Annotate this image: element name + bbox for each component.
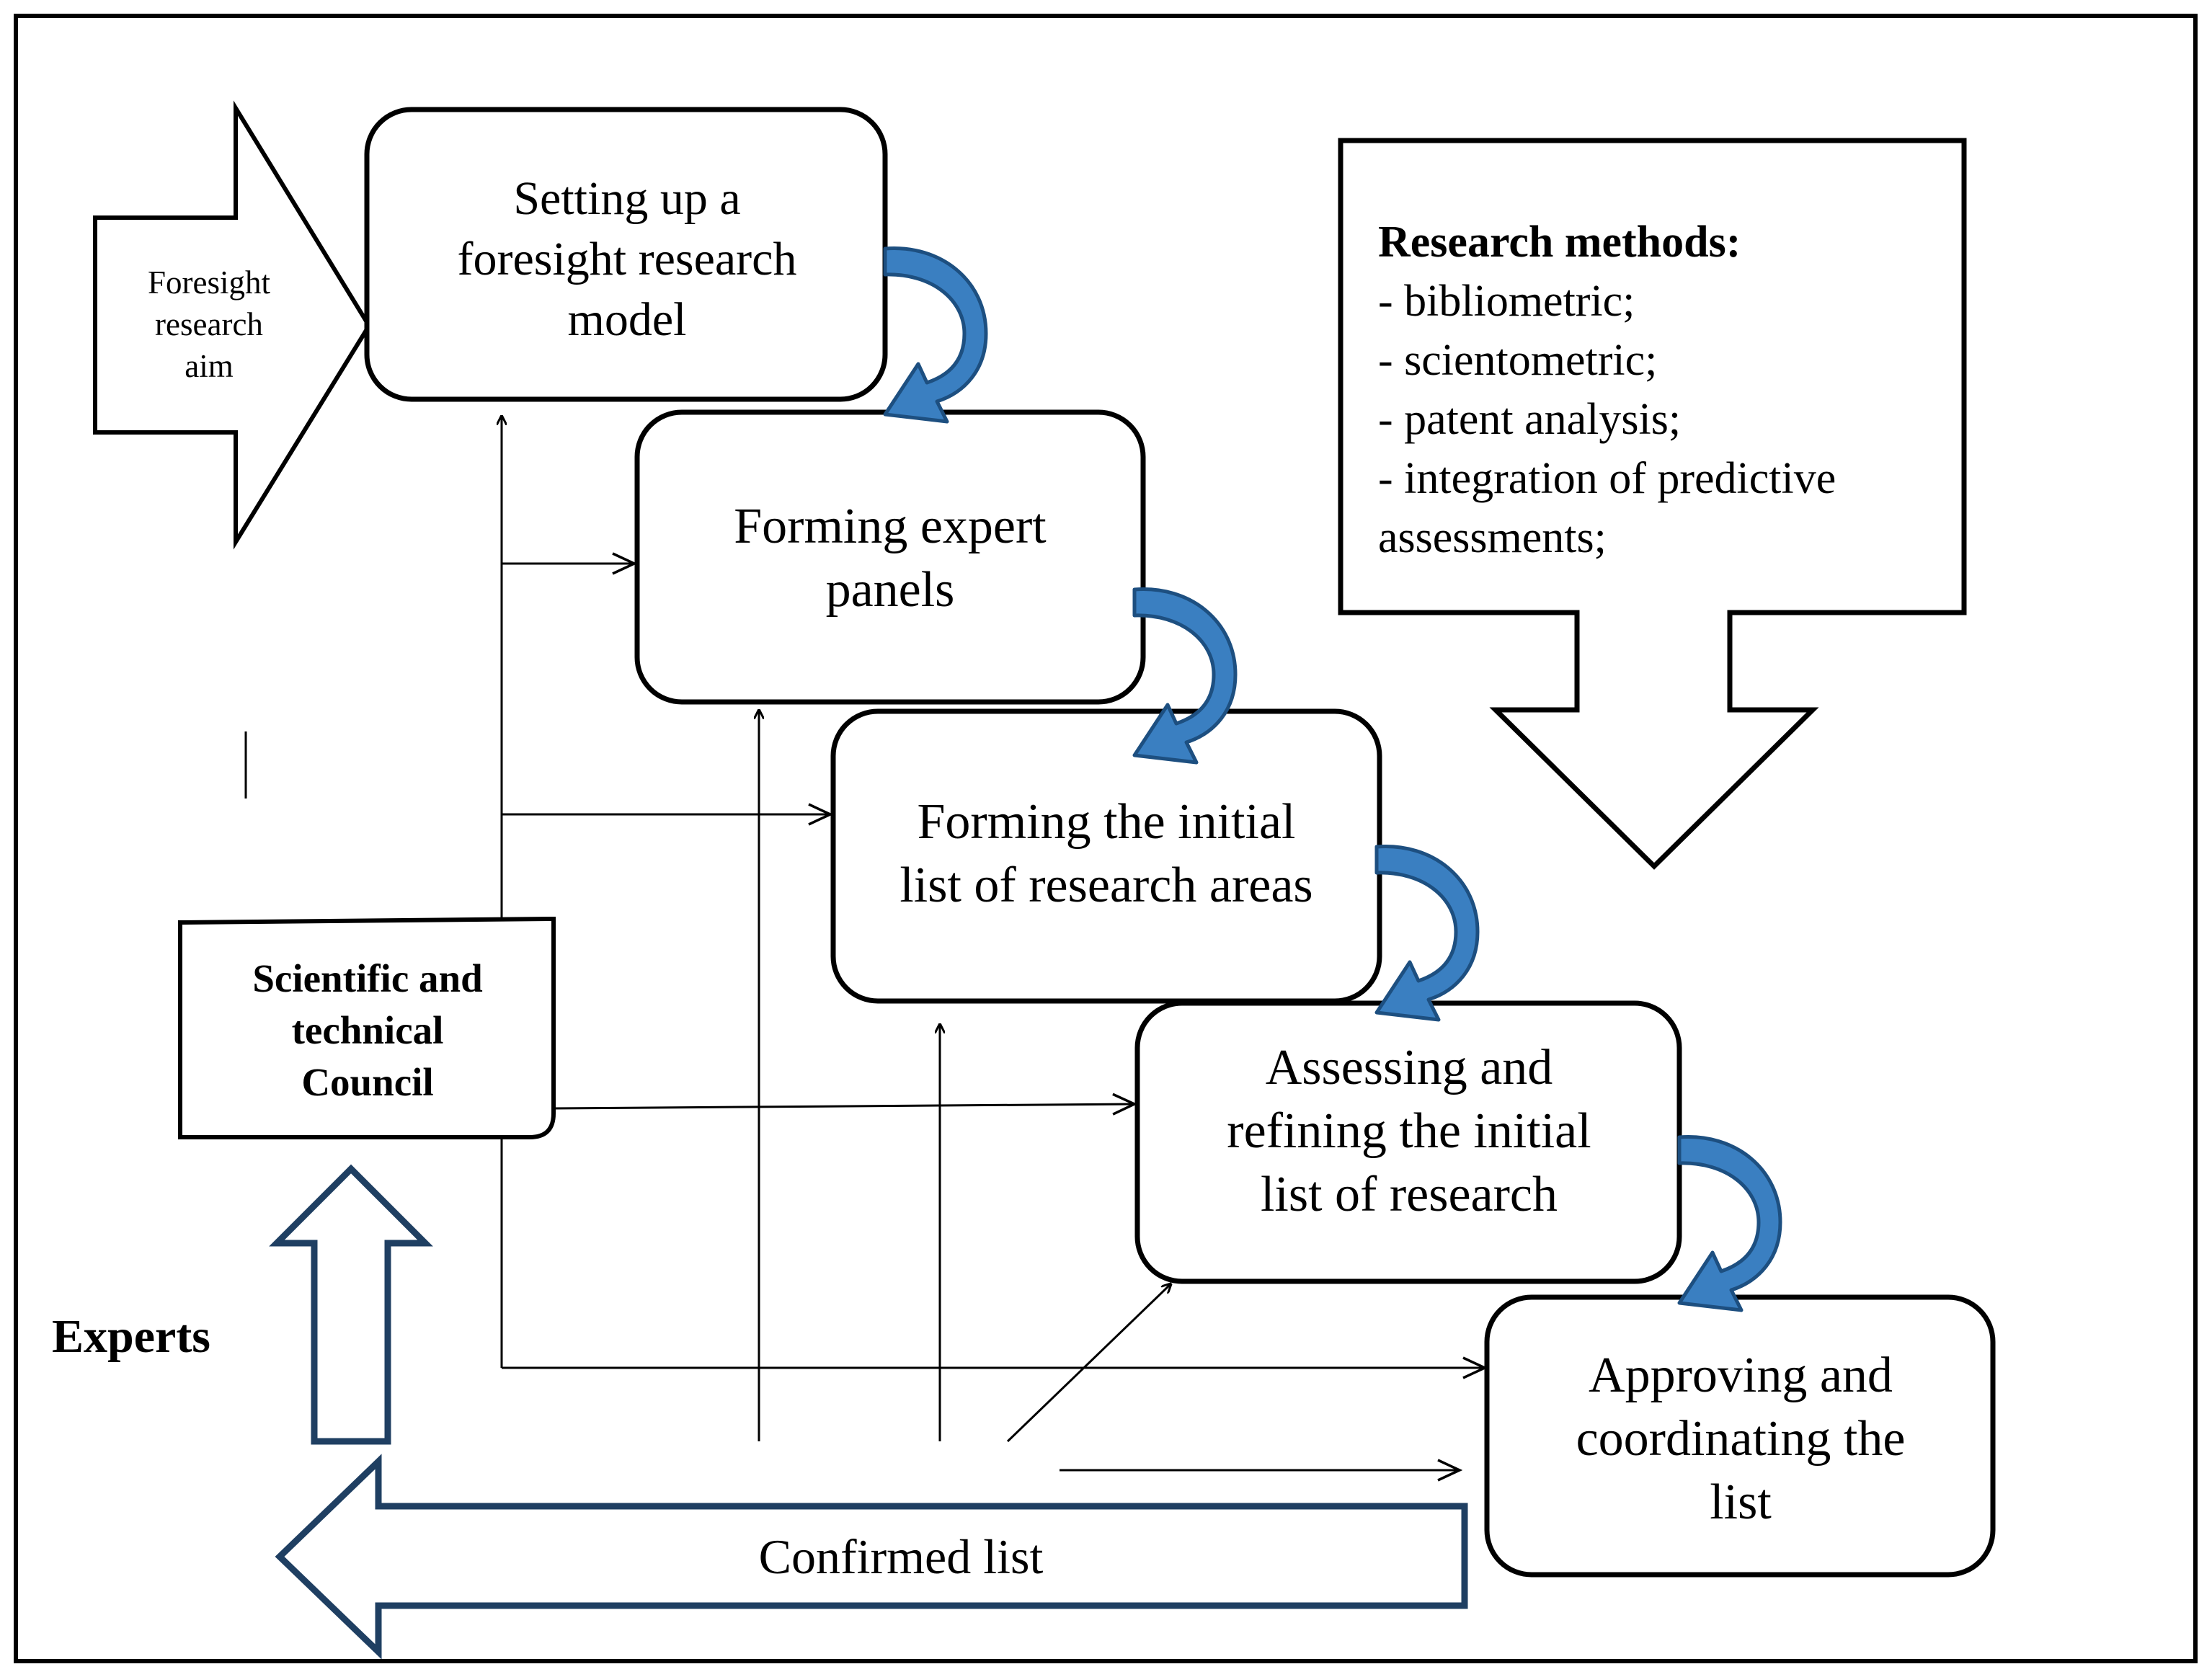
confirmed-list-arrow xyxy=(275,1454,1468,1660)
input-arrow-label: Foresight research aim xyxy=(147,264,270,384)
research-methods-title: Research methods: xyxy=(1378,218,1741,267)
method-item: - integration of predictive xyxy=(1378,454,1836,503)
confirmed-list-label: Confirmed list xyxy=(758,1529,1044,1584)
curved-arrow-3 xyxy=(1374,845,1480,1022)
method-item: - bibliometric; xyxy=(1378,277,1635,326)
curved-arrow-4 xyxy=(1677,1135,1782,1312)
curved-arrow-1 xyxy=(883,246,988,424)
research-methods: Research methods: - bibliometric; - scie… xyxy=(1378,213,1926,567)
step-box-approve xyxy=(1484,1294,1996,1578)
step-expert-panels-label: Forming expert panels xyxy=(734,499,1047,618)
outer-frame xyxy=(14,14,2198,1663)
method-item: - patent analysis; xyxy=(1378,395,1682,444)
step-initial-list-label: Forming the initial list of research are… xyxy=(900,794,1313,913)
method-item: - scientometric; xyxy=(1378,336,1658,385)
experts-up-arrow xyxy=(269,1164,433,1445)
curved-arrow-2 xyxy=(1132,587,1238,765)
method-item: assessments; xyxy=(1378,513,1607,562)
connectors xyxy=(502,417,1485,1470)
step-approve-label: Approving and coordinating the list xyxy=(1576,1348,1906,1530)
council-box xyxy=(178,916,556,1139)
input-arrow xyxy=(93,100,372,550)
council-label: Scientific and technical Council xyxy=(252,956,483,1104)
step-assess-refine-label: Assessing and refining the initial list … xyxy=(1227,1040,1591,1222)
step-assess-refine-cut-label: areas xyxy=(1142,1231,1676,1251)
step-setup-model-label: Setting up a foresight research model xyxy=(457,172,797,346)
methods-callout xyxy=(1338,138,1967,870)
experts-label: Experts xyxy=(52,1310,210,1363)
curved-arrows xyxy=(883,246,1782,1312)
